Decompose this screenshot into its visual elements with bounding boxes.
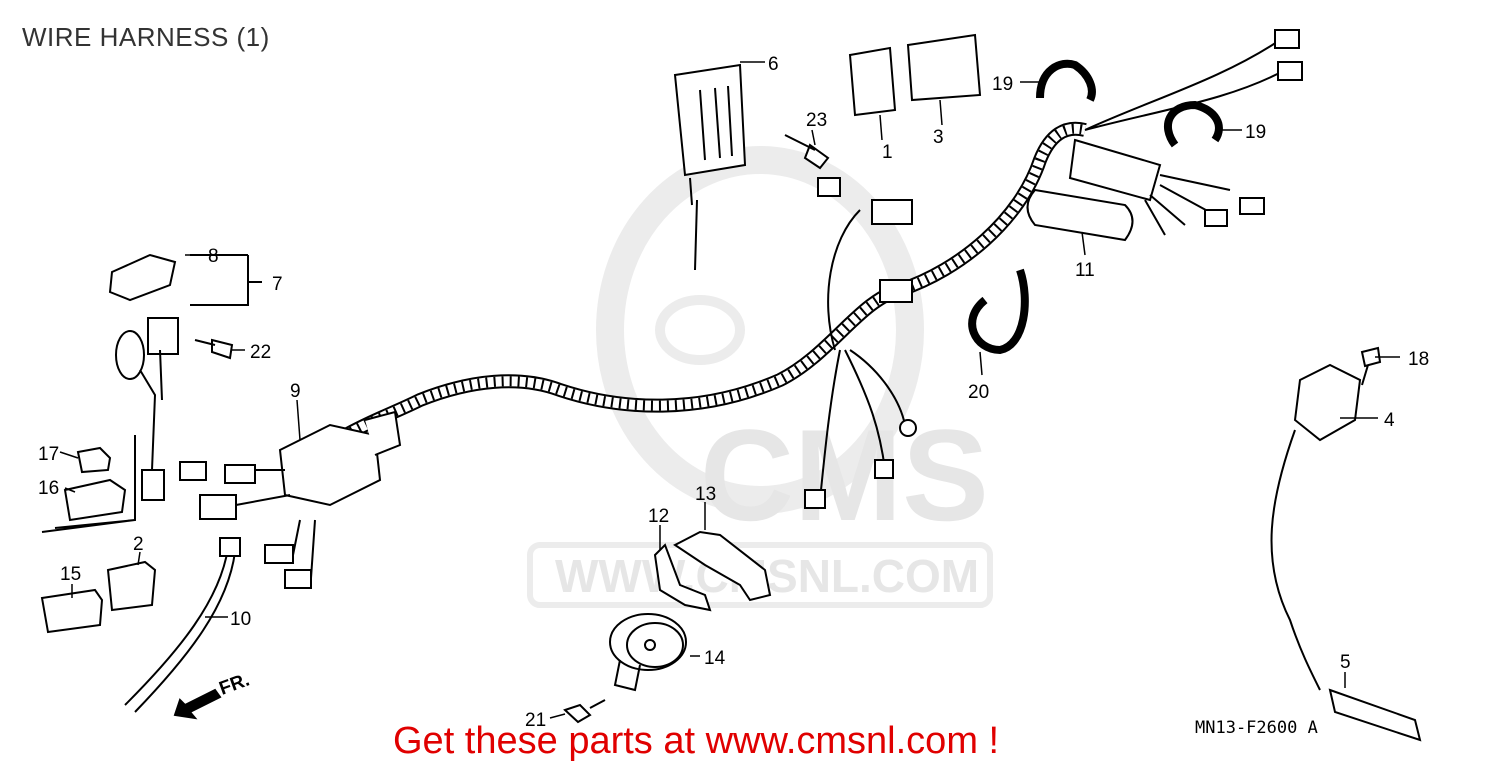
callout-21: 21 xyxy=(525,710,546,731)
bolt-21 xyxy=(563,699,606,724)
part-13-bracket xyxy=(673,530,772,602)
bolt-18 xyxy=(1360,346,1382,386)
callout-10: 10 xyxy=(230,609,251,630)
part-5-grip xyxy=(1328,688,1422,742)
callout-5: 5 xyxy=(1340,652,1351,673)
footer-link-text[interactable]: Get these parts at www.cmsnl.com ! xyxy=(393,720,1000,762)
part-15 xyxy=(40,588,104,634)
callout-6: 6 xyxy=(768,54,779,75)
part-10-cable xyxy=(124,547,236,713)
direction-label: FR. xyxy=(217,669,253,699)
callout-3: 3 xyxy=(933,127,944,148)
callout-11: 11 xyxy=(1075,260,1095,281)
callout-numbers: 1 2 3 4 5 6 7 8 9 10 11 12 13 14 15 16 1… xyxy=(38,54,1429,731)
callout-4: 4 xyxy=(1384,410,1395,431)
callout-23: 23 xyxy=(806,110,827,131)
callout-13: 13 xyxy=(695,484,716,505)
right-sleeve xyxy=(1068,138,1162,202)
callout-22: 22 xyxy=(250,342,271,363)
part-16 xyxy=(63,478,127,522)
callout-17: 17 xyxy=(38,444,59,465)
callout-9: 9 xyxy=(290,381,301,402)
branch-wires xyxy=(819,209,906,501)
callout-1: 1 xyxy=(882,142,893,163)
leader-lines xyxy=(59,61,1400,719)
part-1 xyxy=(848,46,897,117)
callout-8: 8 xyxy=(208,246,219,267)
callout-16: 16 xyxy=(38,478,59,499)
band-20 xyxy=(968,268,1029,355)
bolt-22 xyxy=(194,338,234,360)
fr-arrow xyxy=(173,688,222,720)
callout-20: 20 xyxy=(968,382,989,403)
part-2 xyxy=(106,560,157,612)
callout-7: 7 xyxy=(272,274,283,295)
callout-18: 18 xyxy=(1408,349,1429,370)
part-8 xyxy=(108,253,177,302)
band-19-right xyxy=(1163,100,1223,148)
diagram-title: WIRE HARNESS (1) xyxy=(22,22,270,52)
part-11-tube xyxy=(1026,188,1134,242)
callout-2: 2 xyxy=(133,534,144,555)
callout-12: 12 xyxy=(648,506,669,527)
part-12-bracket xyxy=(653,543,712,612)
callout-19-top: 19 xyxy=(992,74,1013,95)
band-19-top xyxy=(1036,59,1096,102)
watermark: CMS WWW.CMSNL.COM xyxy=(527,146,993,608)
callout-14: 14 xyxy=(704,648,726,669)
part-4-switch xyxy=(1270,363,1362,691)
left-connectors xyxy=(179,461,316,589)
callout-15: 15 xyxy=(60,564,81,585)
part-14-horn xyxy=(609,613,687,692)
part-7 xyxy=(115,254,262,501)
diagram-code: MN13-F2600 A xyxy=(1195,718,1318,738)
sleeve-9 xyxy=(278,423,382,507)
part-6-regulator xyxy=(673,63,747,271)
callout-19-right: 19 xyxy=(1245,122,1266,143)
part-3 xyxy=(906,33,982,102)
part-17 xyxy=(76,446,112,474)
bolt-23 xyxy=(784,134,830,170)
watermark-brand: CMS xyxy=(700,402,989,548)
